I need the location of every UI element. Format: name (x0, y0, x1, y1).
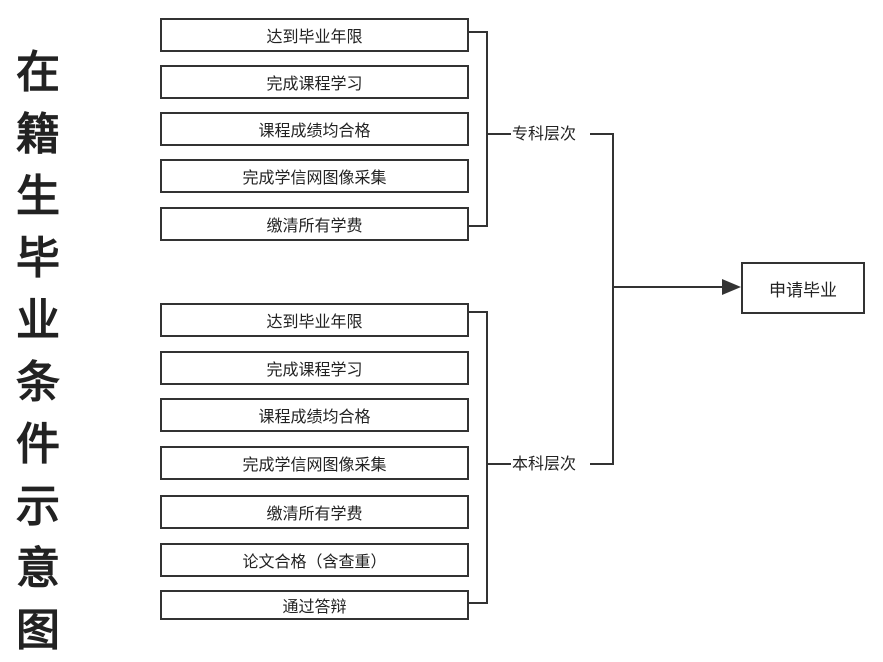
title-char: 籍 (16, 109, 60, 160)
benke-label: 本科层次 (511, 454, 578, 474)
zhuanke-label: 专科层次 (511, 124, 578, 144)
zhuanke-item-box: 达到毕业年限 (160, 18, 469, 52)
zhuanke-item-box: 缴清所有学费 (160, 207, 469, 241)
benke-item-box: 论文合格（含查重） (160, 543, 469, 577)
apply-graduation-box: 申请毕业 (741, 262, 865, 314)
merge-bracket (590, 133, 614, 465)
connector-lines (468, 31, 741, 604)
title-char: 条 (16, 357, 60, 408)
title-char: 意 (16, 543, 60, 594)
title-char: 毕 (16, 233, 60, 284)
zhuanke-item-box: 完成学信网图像采集 (160, 159, 469, 193)
benke-bracket (468, 311, 488, 604)
benke-item-box: 通过答辩 (160, 590, 469, 620)
zhuanke-bracket (468, 31, 488, 227)
title-char: 在 (16, 47, 60, 98)
zhuanke-item-box: 课程成绩均合格 (160, 112, 469, 146)
benke-item-box: 缴清所有学费 (160, 495, 469, 529)
benke-item-box: 完成课程学习 (160, 351, 469, 385)
arrow-head (722, 279, 741, 295)
benke-item-box: 完成学信网图像采集 (160, 446, 469, 480)
title-char: 业 (16, 295, 60, 346)
benke-item-box: 课程成绩均合格 (160, 398, 469, 432)
benke-item-box: 达到毕业年限 (160, 303, 469, 337)
title-char: 生 (16, 171, 60, 222)
zhuanke-item-box: 完成课程学习 (160, 65, 469, 99)
title-char: 示 (16, 481, 60, 532)
title-char: 件 (16, 419, 60, 470)
